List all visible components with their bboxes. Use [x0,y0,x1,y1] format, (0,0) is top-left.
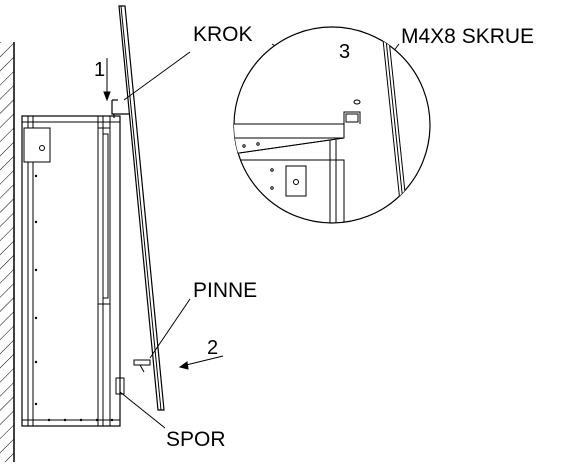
wall [0,42,15,462]
detail-magnifier [233,26,431,224]
panel-board [118,5,165,411]
hook [111,99,130,118]
pin-label: PINNE [193,279,257,302]
cabinet-unit [21,115,121,427]
hook-label: KROK [193,23,253,46]
slot-feature [115,377,125,395]
step3-number: 3 [339,41,350,63]
screw-label: M4X8 SKRUE [401,25,534,48]
step1-number: 1 [94,59,105,81]
pin [133,359,151,373]
cabinet-screws [34,174,114,422]
callout-labels: KROK M4X8 SKRUE PINNE SPOR 1 2 3 [94,23,534,451]
step2-number: 2 [207,337,218,359]
slot-label: SPOR [166,428,226,451]
